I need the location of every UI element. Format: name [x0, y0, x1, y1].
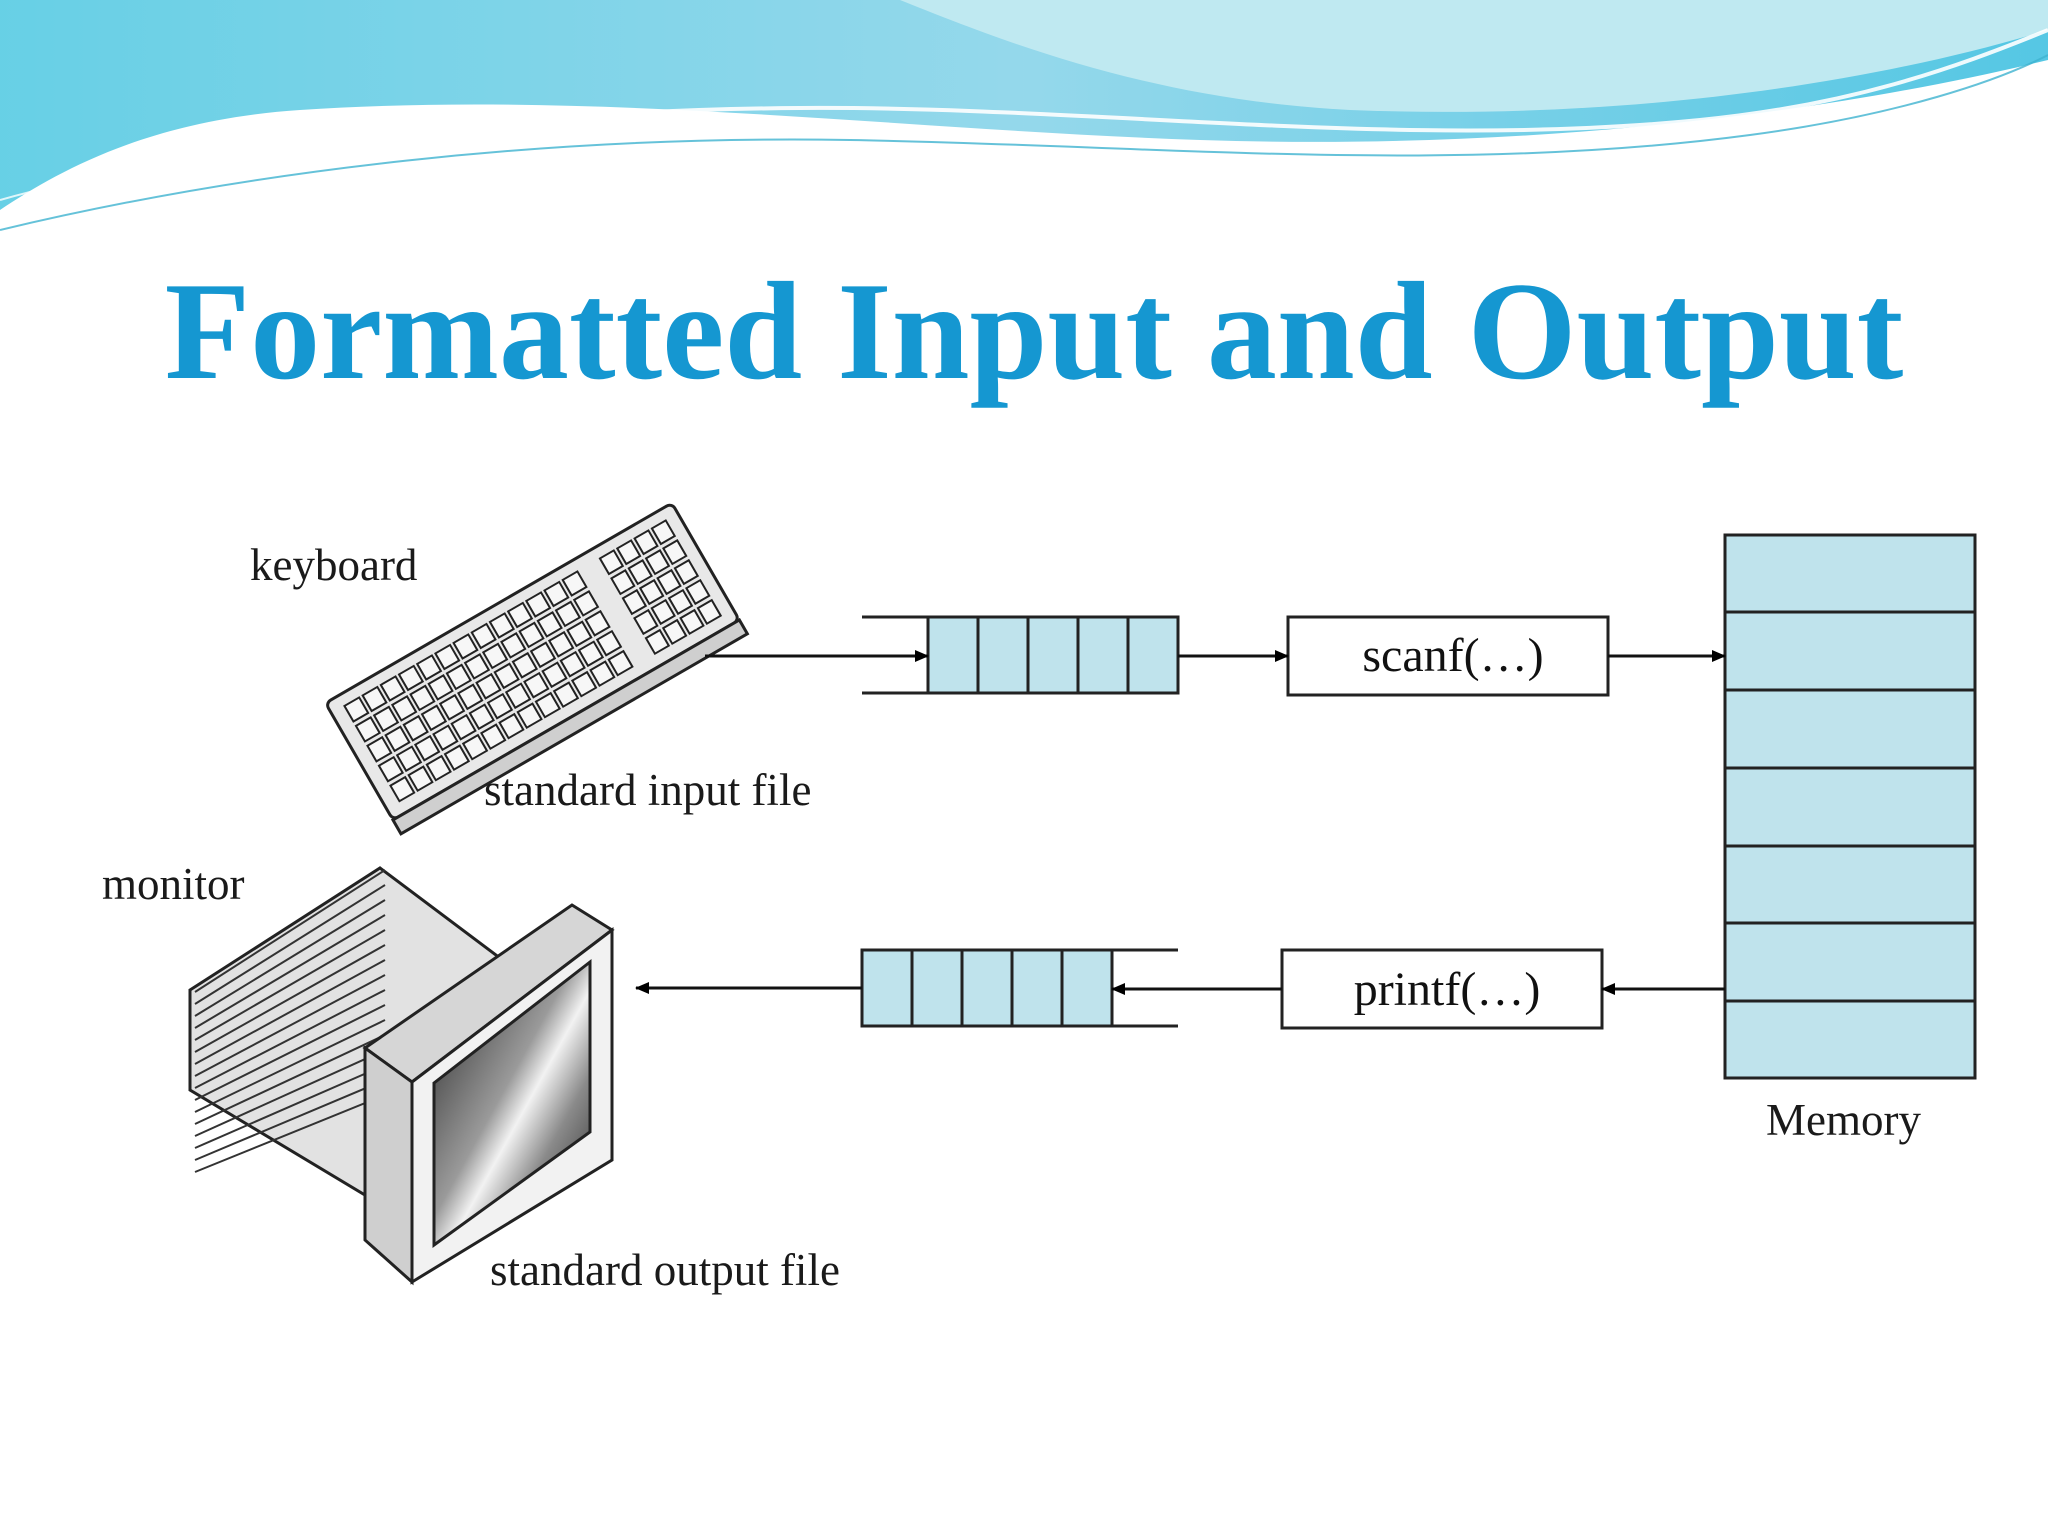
printf-label: printf(…): [1353, 963, 1541, 1016]
standard-output-label: standard output file: [490, 1245, 840, 1295]
keyboard-icon: [326, 503, 750, 836]
memory-label: Memory: [1766, 1095, 1921, 1145]
standard-input-label: standard input file: [484, 765, 812, 815]
keyboard-label: keyboard: [250, 540, 418, 590]
header-wave: [0, 0, 2048, 231]
monitor-icon: [188, 866, 615, 1286]
memory-stack: [1723, 533, 1977, 1080]
input-buffer: [862, 615, 1180, 695]
monitor-label: monitor: [102, 859, 245, 909]
output-flow-arrows: [635, 982, 1725, 995]
scanf-label: scanf(…): [1362, 629, 1544, 682]
slide-title: Formatted Input and Output: [164, 254, 1904, 409]
